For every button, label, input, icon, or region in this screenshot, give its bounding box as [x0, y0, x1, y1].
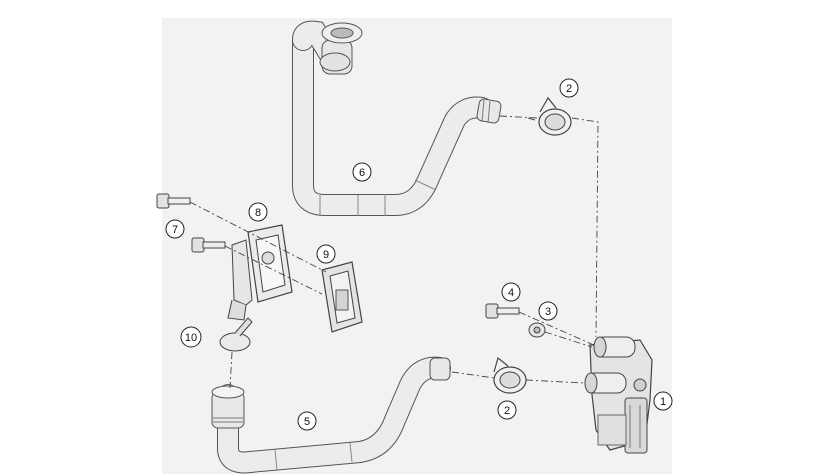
bolt-7-lower: [191, 237, 226, 253]
valve-assembly-1: [584, 336, 653, 454]
cable-tie-10: [219, 317, 253, 352]
mounting-bracket: [227, 239, 253, 321]
svg-text:1: 1: [660, 396, 666, 408]
svg-text:7: 7: [172, 224, 178, 236]
callout-9: 9: [316, 244, 336, 264]
callout-5: 5: [297, 411, 317, 431]
callout-4: 4: [501, 282, 521, 302]
svg-text:6: 6: [359, 167, 365, 179]
elbow-connector: [319, 22, 363, 75]
callout-7: 7: [165, 219, 185, 239]
hose-6: [292, 20, 502, 216]
callout-2-upper: 2: [559, 78, 579, 98]
svg-text:2: 2: [504, 405, 510, 417]
callout-3: 3: [538, 301, 558, 321]
svg-text:4: 4: [508, 287, 514, 299]
hose-5: [211, 356, 451, 474]
callout-1: 1: [653, 391, 673, 411]
svg-text:3: 3: [545, 306, 551, 318]
clamp-2-lower: [493, 356, 527, 394]
svg-text:9: 9: [323, 249, 329, 261]
callout-6: 6: [352, 162, 372, 182]
cover-9: [321, 261, 363, 333]
grommet-3: [528, 322, 546, 338]
bolt-4: [485, 303, 520, 319]
callout-2-lower: 2: [497, 400, 517, 420]
callout-10: 10: [180, 326, 202, 348]
svg-text:2: 2: [566, 83, 572, 95]
gasket-8: [247, 224, 293, 303]
svg-text:5: 5: [304, 416, 310, 428]
svg-text:8: 8: [255, 207, 261, 219]
callout-8: 8: [248, 202, 268, 222]
svg-text:10: 10: [185, 332, 197, 344]
assembly-lines: [189, 115, 599, 389]
clamp-2-upper: [527, 96, 572, 136]
bolt-7-upper: [156, 193, 191, 209]
